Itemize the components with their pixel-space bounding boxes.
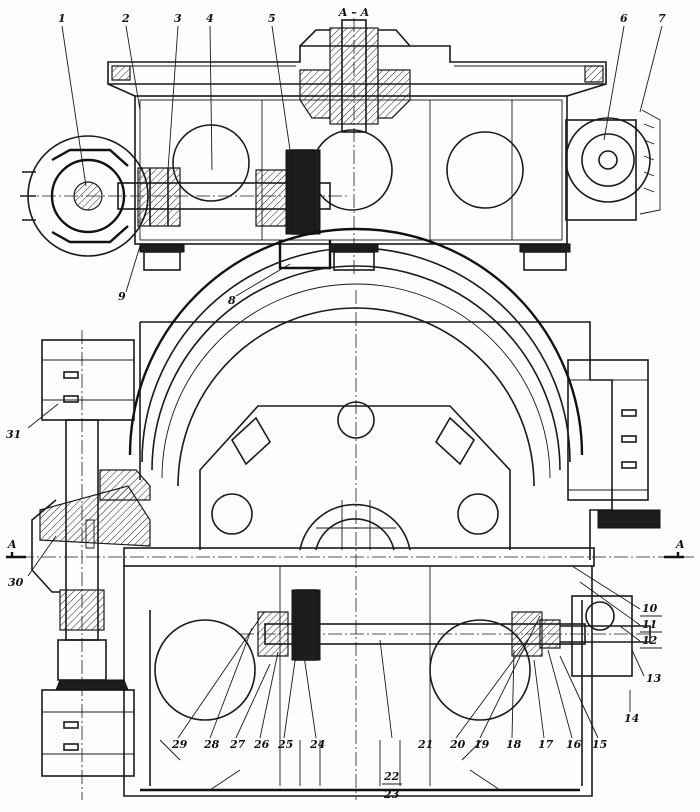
callout-10: 10 [642,602,658,615]
callout-16: 16 [566,738,582,751]
callout-8: 8 [228,294,236,307]
callout-9: 9 [118,290,126,303]
callout-25: 25 [277,738,293,751]
callout-labels: 1 2 3 4 5 6 7 8 9 10 11 12 13 14 15 16 1… [6,12,666,801]
callout-underlines-10-12 [640,615,662,649]
section-title: A – A [338,6,370,19]
callout-31: 31 [6,428,21,441]
callout-22: 22 [383,770,400,783]
section-mark-right: A [675,538,685,551]
callout-2: 2 [121,12,130,25]
callout-6: 6 [620,12,628,25]
callout-29: 29 [171,738,188,751]
callout-24: 24 [309,738,325,751]
main-elevation-view [6,227,694,800]
callout-21: 21 [417,738,433,751]
callout-3: 3 [174,12,182,25]
section-mark-left: A [7,538,17,551]
callout-7: 7 [658,12,666,25]
callout-17: 17 [538,738,554,751]
callout-12: 12 [642,634,658,647]
callout-30: 30 [8,576,24,589]
callout-13: 13 [646,672,662,685]
callout-leaders [27,25,663,739]
callout-5: 5 [268,12,276,25]
callout-11: 11 [642,618,657,631]
top-section-view [20,18,661,275]
callout-19: 19 [474,738,490,751]
callout-20: 20 [449,738,466,751]
callout-18: 18 [506,738,522,751]
callout-14: 14 [624,712,639,725]
callout-1: 1 [58,12,66,25]
callout-27: 27 [229,738,246,751]
callout-28: 28 [203,738,220,751]
callout-23: 23 [383,788,400,801]
callout-26: 26 [253,738,270,751]
callout-15: 15 [592,738,607,751]
callout-4: 4 [206,12,214,25]
